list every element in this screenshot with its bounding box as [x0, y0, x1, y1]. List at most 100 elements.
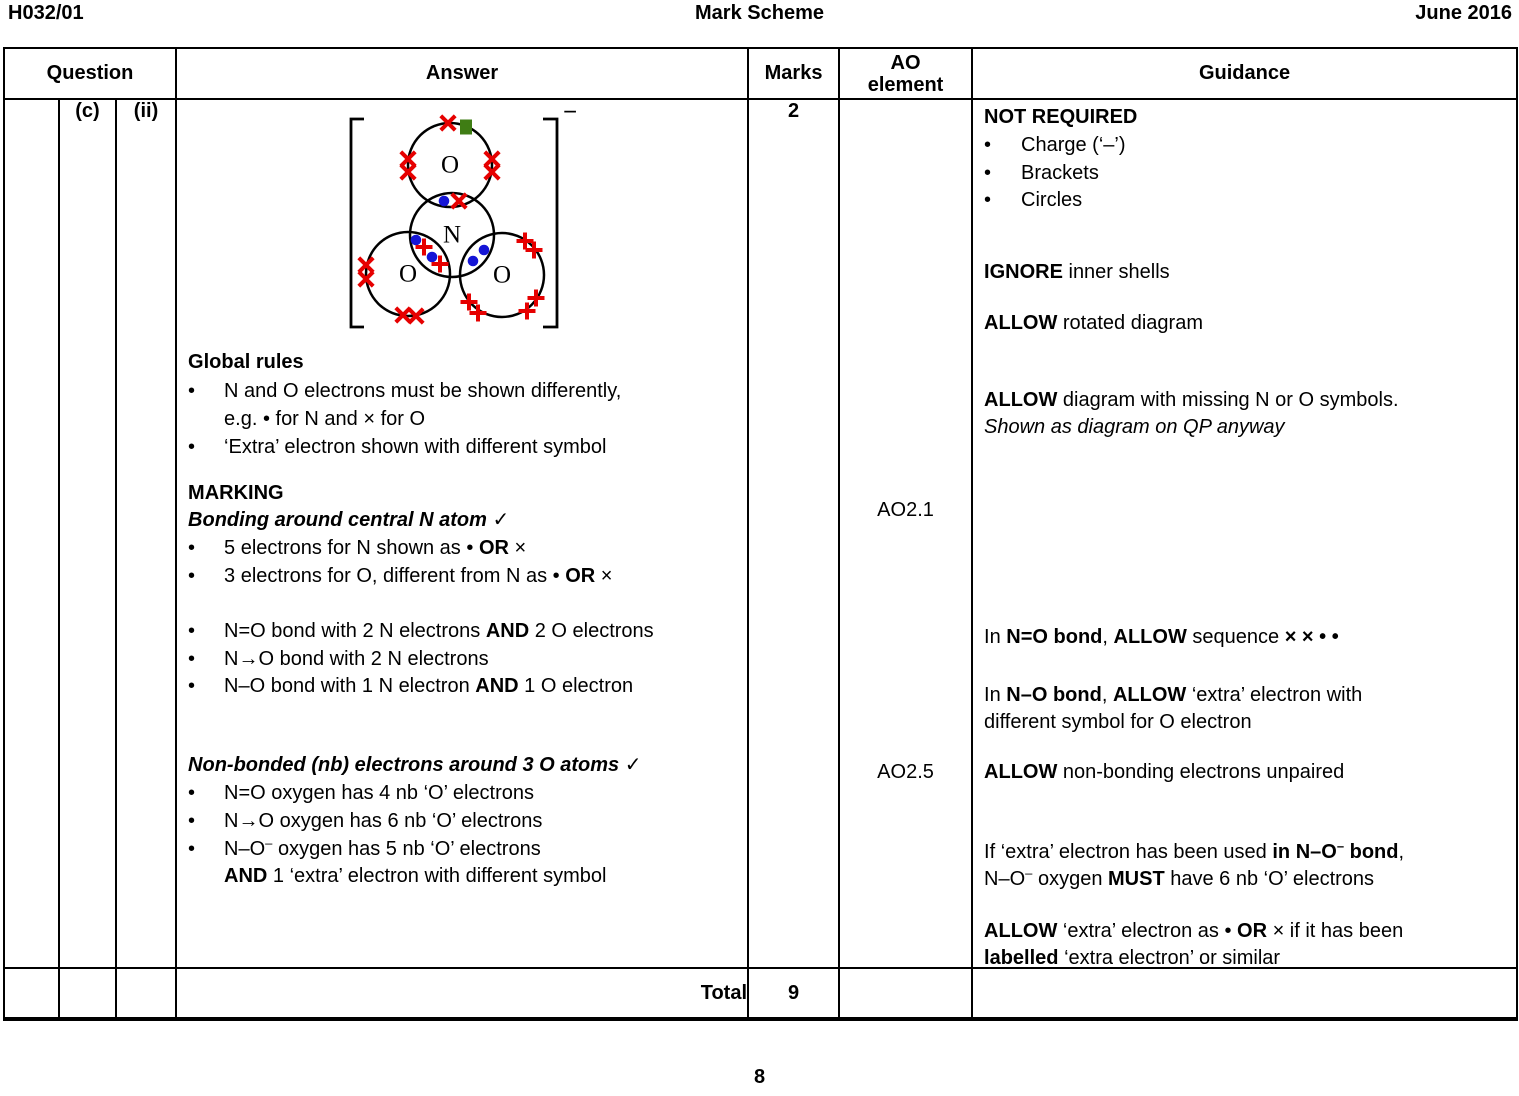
- electron-plus: [415, 238, 433, 256]
- text-line: Bonding around central N atom ✓: [188, 509, 510, 531]
- text-line: different symbol for O electron: [984, 711, 1252, 733]
- total-row: Total 9: [3, 967, 1519, 1021]
- mark-scheme-table: Question Answer Marks AO element Guidanc…: [2, 47, 1519, 1021]
- bullet-marker: •: [188, 537, 196, 559]
- text-line: labelled ‘extra electron’ or similar: [984, 947, 1281, 969]
- doc-title: Mark Scheme: [695, 2, 824, 24]
- bracket-right: [543, 117, 559, 329]
- total-label: Total: [175, 967, 750, 1021]
- atom-circle: [408, 191, 496, 279]
- bullet-item: •Circles: [984, 189, 1083, 211]
- electron-dot: [478, 244, 490, 256]
- electron-plus: [516, 232, 534, 250]
- header-question: Question: [2, 47, 178, 100]
- guidance-cell: NOT REQUIRED•Charge (‘–’)•Brackets•Circl…: [971, 98, 1519, 969]
- bullet-marker: •: [188, 565, 196, 587]
- electron-cross: [357, 270, 375, 288]
- bullet-item: •N→O bond with 2 N electrons: [188, 648, 489, 670]
- bullet-marker: •: [188, 648, 196, 670]
- atom-O: O: [364, 230, 452, 318]
- table-header-row: Question Answer Marks AO element Guidanc…: [2, 47, 1519, 100]
- bullet-marker: •: [188, 782, 196, 804]
- bracket-left: [349, 117, 365, 329]
- electron-plus: [525, 241, 543, 259]
- text-line: Shown as diagram on QP anyway: [984, 416, 1285, 438]
- electron-plus: [460, 293, 478, 311]
- bullet-marker: •: [188, 380, 196, 402]
- ao-element-label: AO2.1: [877, 499, 934, 521]
- header-marks: Marks: [747, 47, 841, 100]
- electron-cross: [407, 307, 425, 325]
- text-line: ALLOW non-bonding electrons unpaired: [984, 761, 1345, 783]
- atom-label: N: [443, 222, 461, 249]
- bullet-marker: •: [188, 810, 196, 832]
- electron-plus: [527, 289, 545, 307]
- text-line: ALLOW rotated diagram: [984, 312, 1203, 334]
- text-line: In N=O bond, ALLOW sequence × × • •: [984, 626, 1339, 648]
- bullet-item: •N→O oxygen has 6 nb ‘O’ electrons: [188, 810, 543, 832]
- electron-dot: [438, 195, 450, 207]
- text-line: N–O– oxygen MUST have 6 nb ‘O’ electrons: [984, 865, 1375, 890]
- text-line: ALLOW diagram with missing N or O symbol…: [984, 389, 1399, 411]
- electron-dot: [467, 255, 479, 267]
- electron-plus: [431, 255, 449, 273]
- header-answer: Answer: [175, 47, 750, 100]
- bullet-item: •N=O oxygen has 4 nb ‘O’ electrons: [188, 782, 535, 804]
- bullet-marker: •: [984, 162, 992, 184]
- electron-cross: [483, 150, 501, 168]
- text-line: e.g. • for N and × for O: [224, 408, 426, 430]
- bullet-item: •5 electrons for N shown as • OR ×: [188, 537, 527, 559]
- text-line: ALLOW ‘extra’ electron as • OR × if it h…: [984, 920, 1404, 942]
- doc-date: June 2016: [1415, 2, 1512, 24]
- electron-cross: [450, 192, 468, 210]
- marks-value: 2: [747, 98, 841, 969]
- bullet-marker: •: [188, 675, 196, 697]
- text-line: Non-bonded (nb) electrons around 3 O ato…: [188, 754, 642, 776]
- electron-cross: [483, 163, 501, 181]
- atom-O: O: [458, 231, 546, 319]
- text-line: NOT REQUIRED: [984, 106, 1138, 128]
- bullet-item: •Charge (‘–’): [984, 134, 1126, 156]
- text-line: Global rules: [188, 351, 304, 373]
- text-line: AND 1 ‘extra’ electron with different sy…: [224, 865, 607, 887]
- total-marks: 9: [747, 967, 841, 1021]
- extra-electron-square: [460, 119, 473, 135]
- question-number-cell: [3, 98, 60, 969]
- electron-cross: [357, 256, 375, 274]
- document-header: H032/01 Mark Scheme June 2016: [0, 2, 1519, 26]
- ao-element-label: AO2.5: [877, 761, 934, 783]
- header-guidance: Guidance: [971, 47, 1519, 100]
- electron-dot: [426, 251, 438, 263]
- doc-code: H032/01: [8, 2, 84, 24]
- bullet-item: •N=O bond with 2 N electrons AND 2 O ele…: [188, 620, 654, 642]
- page-number: 8: [753, 1066, 766, 1088]
- bullet-marker: •: [188, 436, 196, 458]
- bullet-marker: •: [984, 134, 992, 156]
- text-line: In N–O bond, ALLOW ‘extra’ electron with: [984, 684, 1363, 706]
- bullet-item: •‘Extra’ electron shown with different s…: [188, 436, 607, 458]
- bullet-item: •N–O– oxygen has 5 nb ‘O’ electrons: [188, 835, 541, 860]
- atom-label: O: [399, 261, 417, 288]
- bullet-item: •N–O bond with 1 N electron AND 1 O elec…: [188, 675, 634, 697]
- atom-circle: [364, 230, 452, 318]
- atom-O: O: [406, 121, 494, 209]
- bullet-marker: •: [984, 189, 992, 211]
- atom-label: O: [493, 262, 511, 289]
- bullet-marker: •: [188, 838, 196, 860]
- bullet-marker: •: [188, 620, 196, 642]
- text-line: If ‘extra’ electron has been used in N–O…: [984, 838, 1405, 863]
- question-part: (c): [58, 98, 117, 969]
- text-line: MARKING: [188, 482, 284, 504]
- header-ao-element: AO element: [838, 47, 974, 100]
- atom-circle: [458, 231, 546, 319]
- charge-minus: −: [563, 103, 577, 126]
- bullet-item: •3 electrons for O, different from N as …: [188, 565, 613, 587]
- question-subpart: (ii): [114, 98, 178, 969]
- atom-N: N: [408, 191, 496, 279]
- electron-cross: [399, 163, 417, 181]
- electron-cross: [439, 114, 457, 132]
